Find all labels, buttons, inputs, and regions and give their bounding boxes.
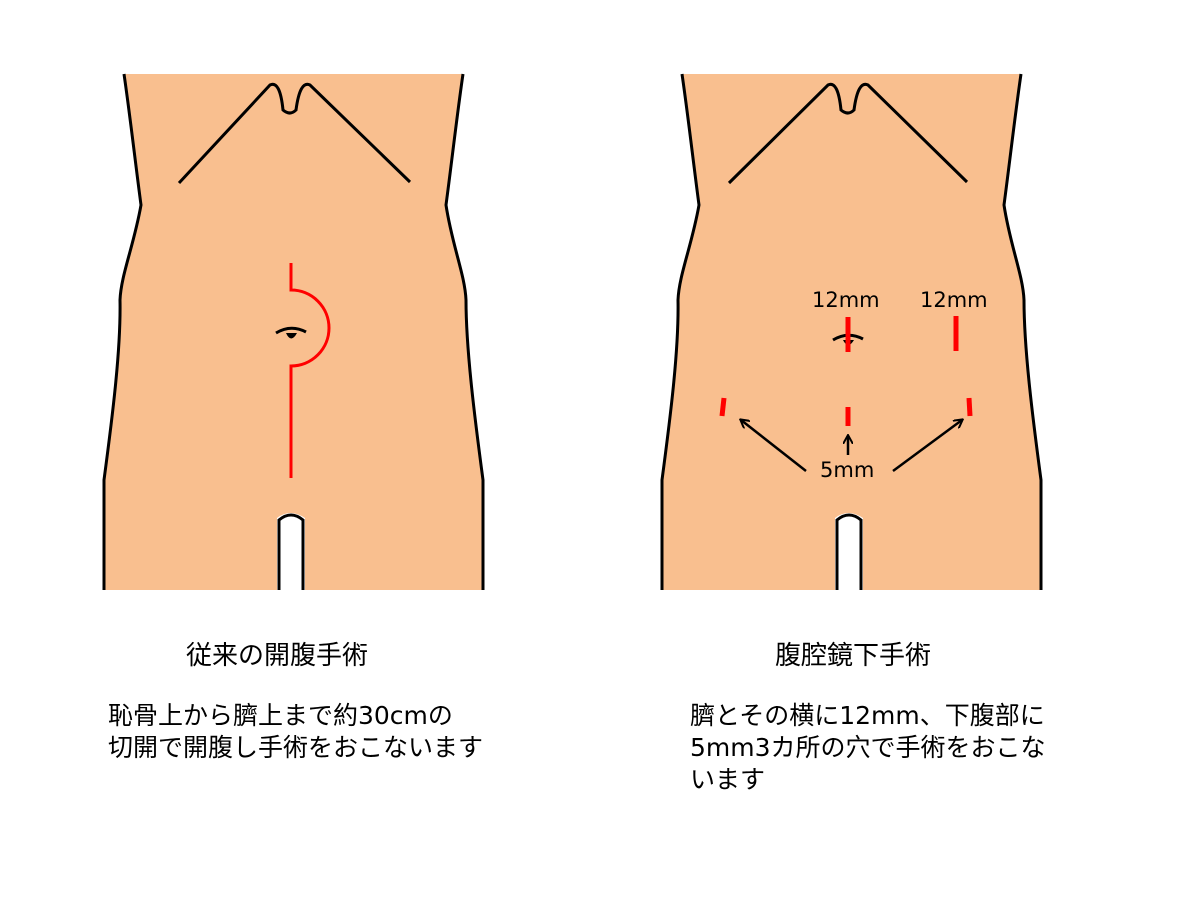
left-navel-dot — [286, 333, 297, 339]
open-surgery-description-line-2: 切開で開腹し手術をおこないます — [108, 733, 484, 762]
port-lower-left-5mm — [719, 397, 727, 417]
right-leg-gap — [835, 513, 863, 590]
laparoscopic-surgery-description: 臍とその横に12mm、下腹部に 5mm3カ所の穴で手術をおこな います — [690, 700, 1046, 796]
right-collarbone-line — [727, 82, 969, 185]
arrow-to-lower-right-port — [892, 420, 962, 473]
left-torso-left-outline — [102, 73, 143, 590]
right-side-port-label: 12mm — [920, 288, 988, 312]
left-incision-line — [289, 263, 331, 478]
right-torso-body — [662, 74, 1041, 590]
open-surgery-description: 恥骨上から臍上まで約30cmの 切開で開腹し手術をおこないます — [108, 700, 483, 764]
arrow-to-lower-left-port — [741, 420, 807, 472]
left-torso-body — [104, 74, 483, 590]
right-torso-right-outline — [1002, 73, 1043, 590]
surgery-comparison-diagram: 12mm 12mm 5mm — [102, 73, 1043, 590]
left-navel-icon — [275, 326, 307, 335]
laparoscopic-description-line-1: 臍とその横に12mm、下腹部に — [690, 701, 1045, 730]
lower-port-label: 5mm — [820, 458, 874, 482]
left-collarbone-line — [177, 82, 412, 185]
open-surgery-description-line-1: 恥骨上から臍上まで約30cmの — [108, 701, 453, 730]
umbilical-port-label: 12mm — [812, 288, 880, 312]
laparoscopic-description-line-2: 5mm3カ所の穴で手術をおこな — [690, 733, 1046, 762]
open-surgery-title: 従来の開腹手術 — [186, 641, 369, 671]
port-lower-right-5mm — [966, 397, 973, 417]
right-torso-left-outline — [660, 73, 701, 590]
laparoscopic-surgery-title: 腹腔鏡下手術 — [775, 641, 932, 671]
left-leg-gap — [277, 513, 305, 590]
left-torso-figure — [102, 73, 485, 590]
right-torso-figure: 12mm 12mm 5mm — [660, 73, 1043, 590]
laparoscopic-description-line-3: います — [690, 765, 766, 794]
left-torso-right-outline — [444, 73, 485, 590]
